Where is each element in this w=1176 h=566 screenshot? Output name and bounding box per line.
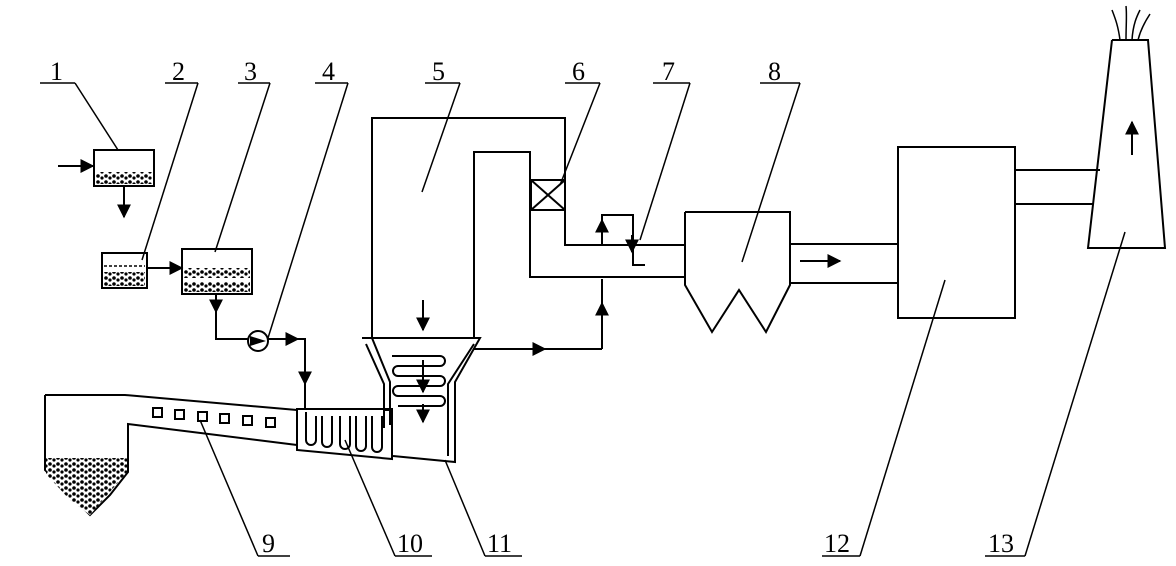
tube-bank-10	[296, 408, 393, 461]
label-2-group: 2	[141, 57, 199, 261]
tank-1	[58, 149, 155, 219]
label-4-group: 4	[267, 57, 349, 339]
tank-3	[181, 248, 253, 340]
label-1: 1	[50, 57, 63, 86]
nozzle-7	[595, 214, 645, 266]
label-10-group: 10	[344, 439, 432, 558]
label-6: 6	[572, 57, 585, 86]
label-8-group: 8	[741, 57, 801, 263]
label-11-group: 11	[444, 459, 522, 558]
label-10: 10	[397, 529, 423, 558]
label-8: 8	[768, 57, 781, 86]
label-12: 12	[824, 529, 850, 558]
damper-6	[530, 179, 566, 211]
stack-13	[1086, 5, 1167, 249]
label-3-group: 3	[214, 57, 271, 253]
label-4: 4	[322, 57, 335, 86]
label-5-group: 5	[421, 57, 461, 193]
tank-2	[101, 252, 184, 289]
label-7-group: 7	[639, 57, 691, 241]
pump-4	[247, 330, 312, 410]
label-3: 3	[244, 57, 257, 86]
label-9-group: 9	[199, 419, 290, 558]
label-12-group: 12	[822, 279, 946, 558]
furnace-5	[371, 117, 685, 356]
label-6-group: 6	[559, 57, 601, 186]
filter-8	[684, 211, 898, 335]
label-2: 2	[172, 57, 185, 86]
unit-12	[897, 146, 1100, 319]
label-13-group: 13	[985, 231, 1126, 558]
label-7: 7	[662, 57, 675, 86]
label-11: 11	[487, 529, 512, 558]
label-1-group: 1	[40, 57, 119, 151]
label-9: 9	[262, 529, 275, 558]
label-13: 13	[988, 529, 1014, 558]
hopper-11	[362, 337, 482, 464]
conveyor-9	[44, 394, 298, 517]
label-5: 5	[432, 57, 445, 86]
